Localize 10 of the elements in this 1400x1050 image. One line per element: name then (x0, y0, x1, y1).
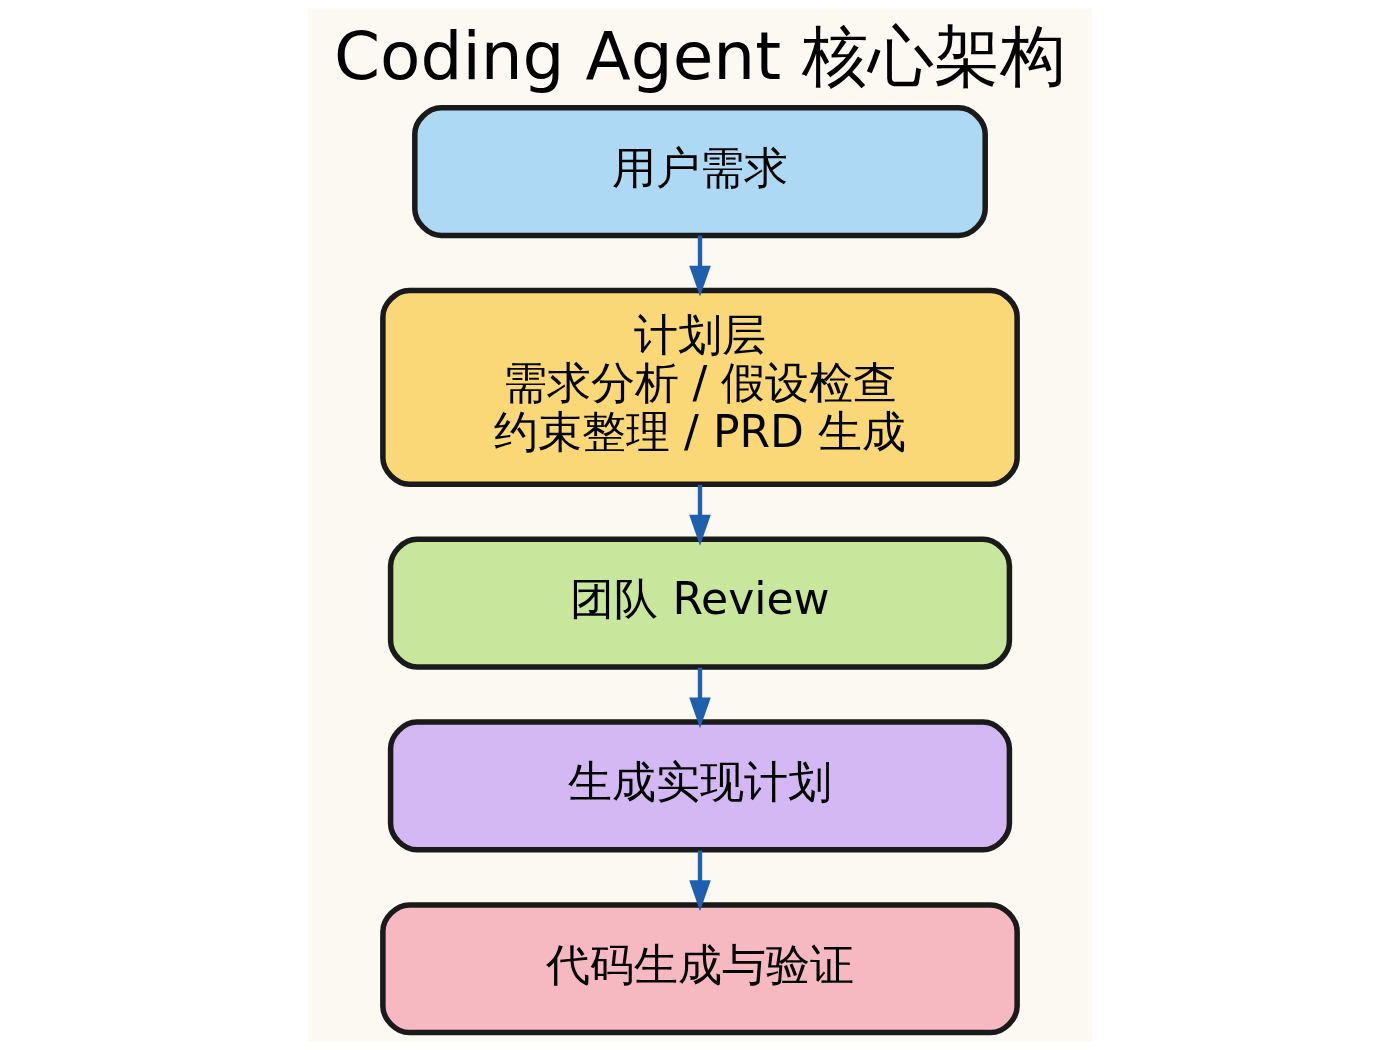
node-box: 团队 Review (387, 536, 1013, 670)
diagram-title: Coding Agent 核心架构 (333, 18, 1067, 96)
arrow (689, 850, 711, 912)
node-box: 计划层 需求分析 / 假设检查 约束整理 / PRD 生成 (380, 287, 1020, 487)
node-box: 代码生成与验证 (380, 902, 1020, 1036)
node-box: 用户需求 (412, 104, 988, 239)
arrow (689, 667, 711, 729)
node-box: 生成实现计划 (387, 719, 1013, 853)
arrow (689, 484, 711, 546)
arrow (689, 235, 711, 297)
